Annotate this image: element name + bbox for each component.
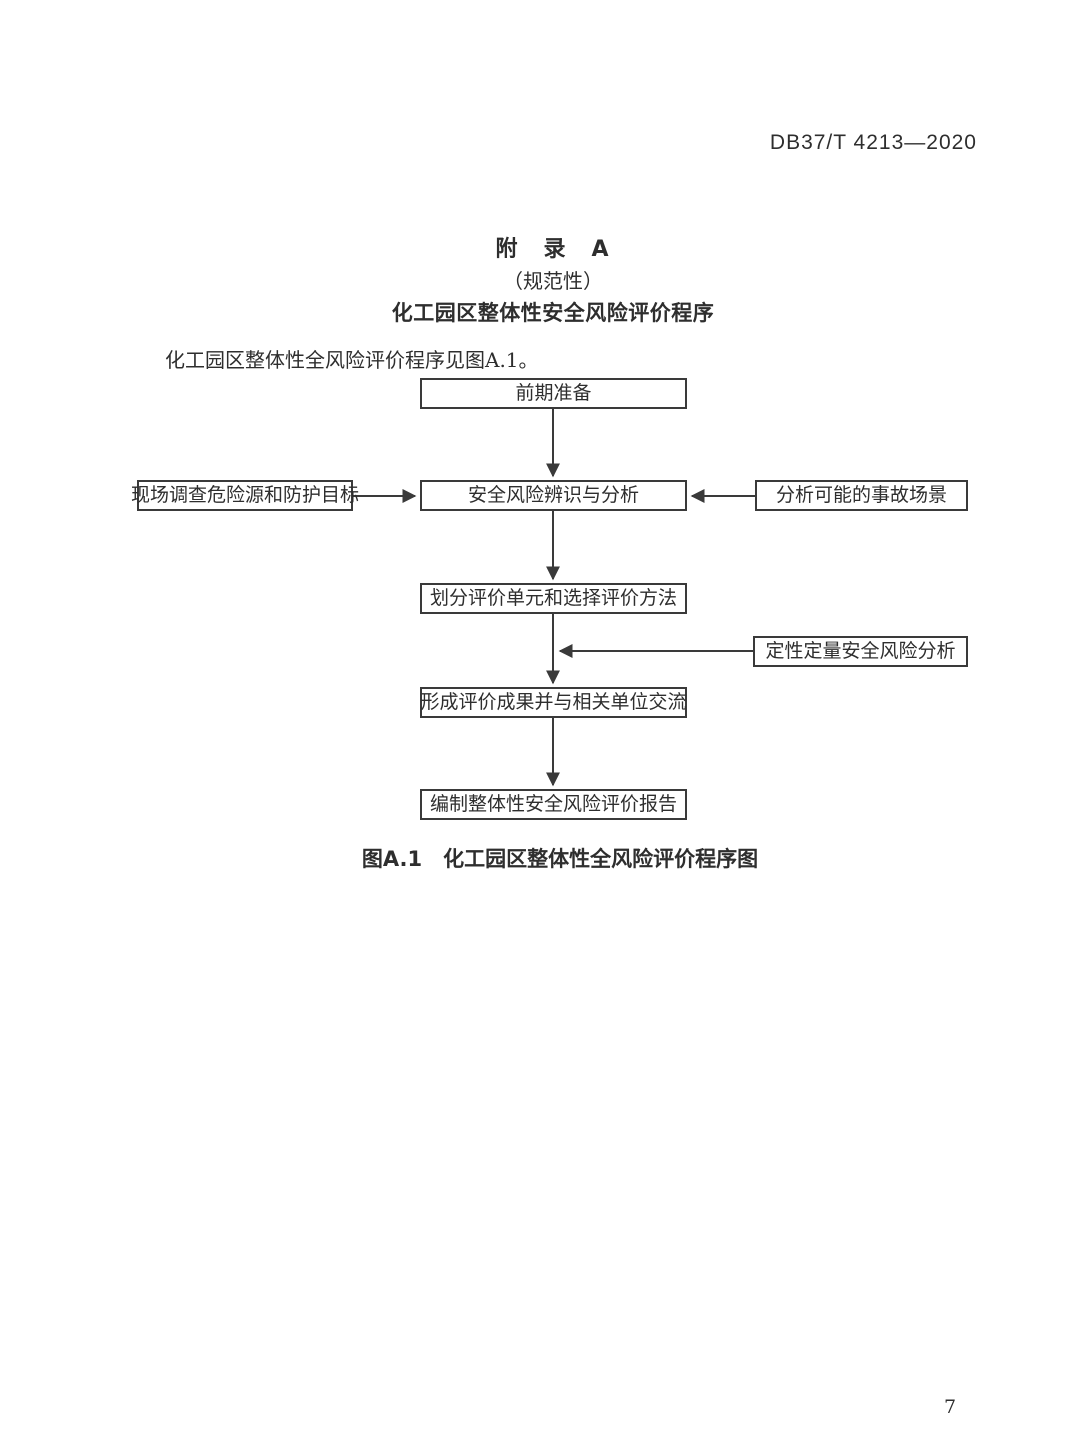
appendix-subtitle: 化工园区整体性安全风险评价程序 [391,301,715,325]
appendix-title: 附 录 A [495,237,611,262]
appendix-title-block: 附 录 A （规范性） 化工园区整体性安全风险评价程序 [392,236,715,328]
flow-node-compile-report: 编制整体性安全风险评价报告 [420,789,687,820]
flow-node-divide-units: 划分评价单元和选择评价方法 [420,583,687,614]
standard-code-header: DB37/T 4213—2020 [769,131,977,154]
flow-node-preparation: 前期准备 [420,378,687,409]
figure-caption: 图A.1 化工园区整体性全风险评价程序图 [361,847,759,871]
flow-node-qual-quant-analysis: 定性定量安全风险分析 [753,636,968,667]
flow-node-accident-scenarios: 分析可能的事故场景 [755,480,968,511]
flow-node-site-survey: 现场调查危险源和防护目标 [131,480,359,511]
page-number: 7 [944,1396,957,1418]
flow-node-form-results: 形成评价成果并与相关单位交流 [420,687,687,718]
appendix-normative-label: （规范性） [503,269,603,293]
flow-node-risk-identification: 安全风险辨识与分析 [420,480,687,511]
intro-paragraph: 化工园区整体性全风险评价程序见图A.1。 [165,348,539,372]
